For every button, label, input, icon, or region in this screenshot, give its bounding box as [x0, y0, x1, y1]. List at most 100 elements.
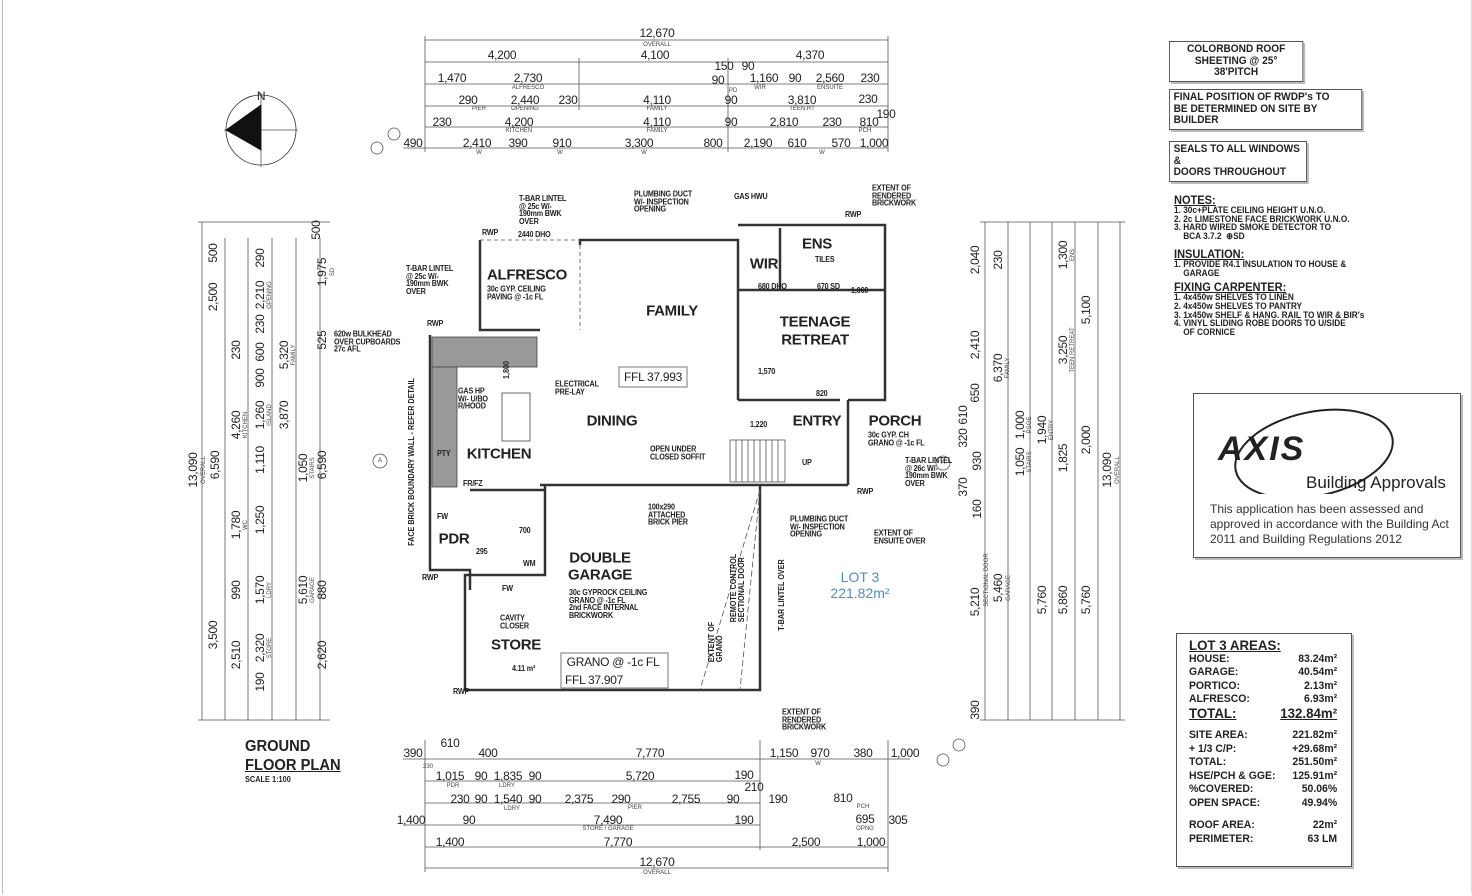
area-label: GARAGE:: [1188, 666, 1239, 678]
dimension-label: 1,780: [229, 510, 243, 540]
axis-tagline: Building Approvals: [1306, 473, 1446, 492]
rwdp-note: FINAL POSITION OF RWDP's TO BE DETERMINE…: [1169, 89, 1363, 130]
dimension-label: 380: [853, 746, 873, 760]
room-label-family: FAMILY: [646, 302, 698, 320]
dimension-sublabel: ALFRESCO: [511, 85, 545, 91]
dimension-label: 5,760: [1035, 585, 1049, 615]
dimension-label: 90: [462, 813, 476, 827]
dimension-label: 3,300: [624, 136, 654, 150]
dimension-label: 1,400: [396, 813, 426, 827]
dimension-label: 5,320: [277, 340, 291, 370]
dimension-label: 3,870: [277, 400, 291, 430]
dimension-label: 2,810: [769, 115, 799, 129]
alfresco-dashed-outline: [480, 239, 581, 330]
dimension-label: 500: [206, 243, 220, 263]
dimension-label: 210: [744, 780, 764, 794]
dimension-label: 230: [822, 115, 842, 129]
room-label-ens: ENS: [802, 235, 832, 253]
dimension-label: 1,940: [1035, 415, 1049, 445]
grid-marker-icon: [936, 753, 950, 767]
room-label-teen1: TEENAGE: [779, 313, 851, 331]
note-item: 1. 30c+PLATE CEILING HEIGHT U.N.O.: [1174, 205, 1326, 216]
annotation-label: 700: [519, 526, 531, 536]
dimension-sublabel: PCH: [856, 804, 870, 810]
dimension-sublabel: PIER: [627, 805, 643, 811]
left-dimension-lines: [198, 221, 330, 721]
grid-marker-icon: [370, 141, 384, 155]
annotation-label: 1,220: [750, 420, 768, 430]
dimension-label: 90: [528, 792, 542, 806]
notes-section: NOTES: 1. 30c+PLATE CEILING HEIGHT U.N.O…: [1174, 193, 1365, 336]
axis-logo-icon: [1234, 408, 1394, 494]
dimension-label: 90: [724, 93, 738, 107]
annotation-label: OPEN UNDER CLOSED SOFFIT: [650, 444, 706, 461]
notes-title: NOTES:: [1174, 193, 1216, 207]
dimension-label: 230: [860, 71, 880, 85]
dimension-label: 490: [403, 136, 423, 150]
dimension-label: 2,190: [743, 136, 773, 150]
dimension-sublabel: W: [815, 761, 821, 767]
grid-marker-icon: [387, 127, 401, 141]
dimension-label: 370: [956, 477, 970, 497]
dimension-label: 2,040: [968, 245, 982, 275]
roof-label: ROOF AREA:: [1188, 819, 1255, 831]
dimension-sublabel: PDR: [446, 783, 460, 789]
dimension-label: 650: [968, 383, 982, 403]
dimension-sublabel: STAIRS: [1027, 451, 1033, 473]
annotation-label: RWP: [453, 687, 470, 697]
dimension-label: FFL 37.907: [565, 673, 623, 687]
dimension-label: 7,770: [635, 746, 665, 760]
dimension-label: 6,590: [208, 450, 222, 480]
dimension-label: 1,050: [1013, 447, 1027, 477]
annotation-label: WM: [523, 559, 536, 569]
dimension-sublabel: LDRY: [504, 806, 520, 812]
dimension-label: 90: [724, 115, 738, 129]
annotation-label: CAVITY CLOSER: [500, 613, 529, 630]
dimension-sublabel: FAMILY: [646, 128, 668, 134]
dimension-label: 4,200: [487, 48, 517, 62]
dimension-label: 2,730: [513, 71, 543, 85]
room-label-store: STORE: [491, 636, 541, 654]
dimension-label: 4,370: [795, 48, 825, 62]
ffl-box: [618, 366, 688, 388]
dimension-label: 2,755: [671, 792, 701, 806]
annotation-label: 1,060: [851, 286, 869, 296]
room-label-alfresco: ALFRESCO: [486, 266, 568, 284]
dimension-sublabel: OVERALL: [1115, 456, 1121, 484]
site-label: + 1/3 C/P:: [1188, 742, 1237, 755]
area-value: 83.24m²: [1298, 652, 1338, 665]
site-label: HSE/PCH & GGE:: [1188, 769, 1276, 782]
dimension-sublabel: SD: [330, 267, 336, 277]
seals-note: SEALS TO ALL WINDOWS & DOORS THROUGHOUT: [1169, 141, 1307, 182]
fixing-item: 3. 1x450w SHELF & HANG. RAIL TO WIR & BI…: [1174, 309, 1365, 320]
dimension-sublabel: OVERALL: [643, 42, 671, 48]
stairs: [729, 439, 786, 483]
annotation-label: EXTENT OF ENSUITE OVER: [874, 528, 926, 545]
dimension-label: 2,375: [564, 792, 594, 806]
dimension-sublabel: OPNG: [856, 826, 874, 832]
fixing-item: 1. 4x450w SHELVES TO LINEN: [1174, 292, 1294, 303]
annotation-label: REMOTE CONTROL SECTIONAL DOOR: [729, 553, 746, 623]
dimension-label: 800: [703, 136, 723, 150]
dimension-label: 2,500: [791, 835, 821, 849]
dimension-label: 5,460: [991, 573, 1005, 603]
dimension-label: 900: [253, 368, 267, 388]
dimension-label: 1,825: [1056, 443, 1070, 473]
dimension-label: 2,320: [253, 633, 267, 663]
annotation-label: UP: [802, 458, 812, 468]
dimension-label: 1,300: [1056, 240, 1070, 270]
dimension-label: 290: [253, 248, 267, 268]
roof-value: 63 LM: [1307, 832, 1338, 845]
dimension-label: 190: [734, 768, 754, 782]
dimension-sublabel: PD: [728, 88, 738, 94]
dimension-label: 3,810: [787, 93, 817, 107]
dimension-label: 1,400: [435, 835, 465, 849]
walls: [428, 223, 887, 692]
area-value: 40.54m²: [1298, 666, 1338, 678]
annotation-label: FW: [437, 512, 448, 522]
dimension-label: 500: [309, 220, 323, 240]
section-marker-icon: [372, 453, 388, 469]
dimension-sublabel: PCH: [858, 128, 872, 134]
bottom-dimension-lines: [403, 740, 910, 872]
